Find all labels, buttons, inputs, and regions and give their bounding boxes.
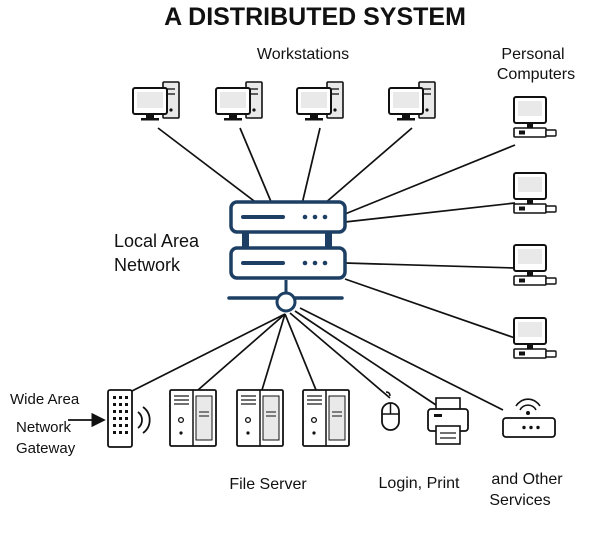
pc-icon <box>513 244 557 286</box>
lan-server-icon <box>227 200 347 313</box>
workstation-icon <box>132 81 180 122</box>
label-file-server: File Server <box>229 476 307 493</box>
diagram-title: A DISTRIBUTED SYSTEM <box>164 3 466 31</box>
pc-icon <box>513 317 557 359</box>
label-personal-computers-line1: Personal <box>501 46 564 63</box>
connection-lines <box>127 127 516 411</box>
pc-icon <box>513 172 557 214</box>
workstation-icon <box>215 81 263 122</box>
label-lan-line1: Local Area <box>114 231 200 251</box>
gateway-icon <box>68 389 151 448</box>
label-workstations: Workstations <box>257 46 349 63</box>
label-other-services-line1: and Other <box>491 471 563 488</box>
file-server-icon <box>302 389 350 447</box>
label-wan-line3: Gateway <box>16 440 76 457</box>
label-personal-computers-line2: Computers <box>497 66 575 83</box>
router-icon <box>502 398 556 438</box>
file-server-icon <box>169 389 217 447</box>
pc-icon <box>513 96 557 138</box>
printer-icon <box>427 397 469 445</box>
label-wan-line1: Wide Area <box>10 391 80 408</box>
workstation-icon <box>388 81 436 122</box>
workstation-icon <box>296 81 344 122</box>
label-other-services-line2: Services <box>489 492 550 509</box>
personal-computers-group <box>513 96 557 359</box>
workstations-group <box>132 81 436 122</box>
file-server-icon <box>236 389 284 447</box>
labels: Workstations Personal Computers Local Ar… <box>10 46 575 509</box>
label-lan-line2: Network <box>114 255 181 275</box>
file-servers-group <box>169 389 350 447</box>
label-login-print: Login, Print <box>379 475 460 492</box>
label-wan-line2: Network <box>16 419 72 436</box>
mouse-icon <box>381 391 400 431</box>
